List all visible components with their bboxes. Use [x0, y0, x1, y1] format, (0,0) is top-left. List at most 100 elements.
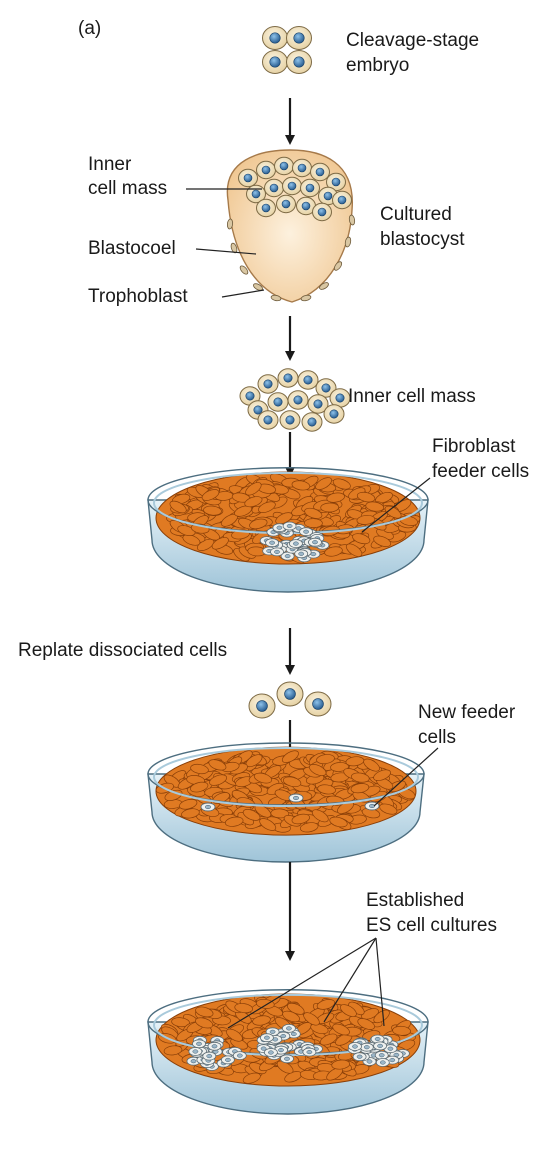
feeder-cell [226, 1028, 243, 1042]
cell [276, 681, 304, 707]
feeder-cell [365, 501, 384, 512]
feeder-cell [252, 1015, 271, 1026]
feeder-cell [303, 1012, 320, 1026]
cell [332, 190, 352, 210]
cell-nucleus [273, 397, 283, 407]
colony-nucleus [363, 1045, 370, 1050]
cell-nucleus [263, 415, 273, 425]
feeder-cell [329, 816, 348, 828]
cell-nucleus [287, 181, 297, 191]
feeder-cell [234, 1003, 253, 1014]
feeder-cell [201, 489, 220, 501]
cell-nucleus [279, 161, 289, 171]
cell-nucleus [307, 417, 317, 427]
cell [248, 693, 276, 719]
feeder-cell [259, 818, 277, 831]
feeder-cell [169, 500, 187, 514]
feeder-cell [195, 1017, 214, 1029]
cell [323, 404, 345, 424]
feeder-cell [282, 776, 302, 788]
feeder-cell [171, 1017, 190, 1028]
cell-nucleus [297, 163, 307, 173]
feeder-cell [203, 505, 222, 516]
cell [312, 202, 332, 222]
cell [300, 178, 320, 198]
feeder-cell [208, 759, 227, 771]
colony-nucleus [377, 1043, 383, 1048]
feeder-cell [256, 998, 275, 1009]
cell [238, 168, 258, 188]
cell [276, 194, 296, 214]
established-label-line2: ES cell cultures [366, 915, 497, 936]
cell [279, 410, 301, 430]
feeder-cells [166, 473, 421, 564]
feeder-cell [331, 1059, 351, 1070]
colony-nucleus [284, 554, 291, 559]
cleavage-embryo [262, 26, 312, 74]
established-leader-1 [323, 937, 377, 1023]
cell-nucleus [253, 405, 263, 415]
feeder-cell [291, 480, 311, 491]
feeder-cell [384, 505, 402, 519]
feeder-cell [330, 762, 349, 772]
cell-nucleus [256, 700, 268, 712]
cell-nucleus [261, 203, 271, 213]
feeder-cell [181, 808, 200, 819]
colony-nucleus [276, 525, 283, 530]
colony-nucleus [379, 1060, 386, 1065]
cell-nucleus [301, 201, 311, 211]
cell-nucleus [303, 375, 313, 385]
trophoblast-cell [319, 282, 329, 290]
blastocyst [226, 149, 356, 303]
dish-rim-inner [153, 747, 419, 807]
feeder-cell [320, 502, 340, 513]
colony-nucleus [260, 1046, 267, 1051]
cell [282, 176, 302, 196]
cell-nucleus [335, 393, 345, 403]
cell-nucleus [243, 173, 253, 183]
cell [264, 178, 284, 198]
panel-label: (a) [78, 18, 101, 39]
feeder-cell [299, 822, 319, 833]
cell [310, 162, 330, 182]
cell-nucleus [315, 167, 325, 177]
feeder-cell [361, 1008, 379, 1020]
trophoblast-cell [300, 294, 312, 302]
trophoblast-label: Trophoblast [88, 286, 188, 307]
colony-nucleus [303, 529, 309, 534]
feeder-cell [352, 533, 371, 545]
cell [301, 412, 323, 432]
colony-nucleus [286, 523, 293, 529]
feeder-cell [245, 482, 262, 496]
feeder-cell [309, 763, 327, 777]
feeder-cell [373, 535, 392, 547]
cell [246, 184, 266, 204]
dissociated-cells [248, 681, 332, 719]
feeder-cell [356, 491, 376, 503]
cell [267, 392, 289, 412]
cell-nucleus [269, 32, 281, 44]
cell [274, 156, 294, 176]
colony-nucleus [278, 1048, 284, 1053]
trophoblast-cell [239, 265, 249, 275]
cell-nucleus [285, 415, 295, 425]
colony-nucleus [310, 552, 317, 557]
feeder-cell [253, 772, 273, 784]
culture-dish-1 [147, 467, 429, 593]
colony-nucleus [192, 1049, 199, 1054]
cell-nucleus [331, 177, 341, 187]
feeder-cell [234, 505, 253, 517]
feeder-cell [211, 537, 229, 550]
cell-nucleus [305, 183, 315, 193]
cell-nucleus [293, 32, 305, 44]
colony-nucleus [352, 1044, 358, 1049]
feeder-cell [373, 1009, 390, 1024]
feeder-cell [379, 803, 398, 815]
feeder-cell [392, 1025, 411, 1036]
cell-nucleus [317, 207, 327, 217]
feeder-cell [249, 518, 268, 530]
feeder-cell [311, 809, 329, 823]
feeder-cell [317, 784, 336, 795]
cell-nucleus [269, 56, 281, 68]
single-es-nucleus [368, 803, 376, 809]
